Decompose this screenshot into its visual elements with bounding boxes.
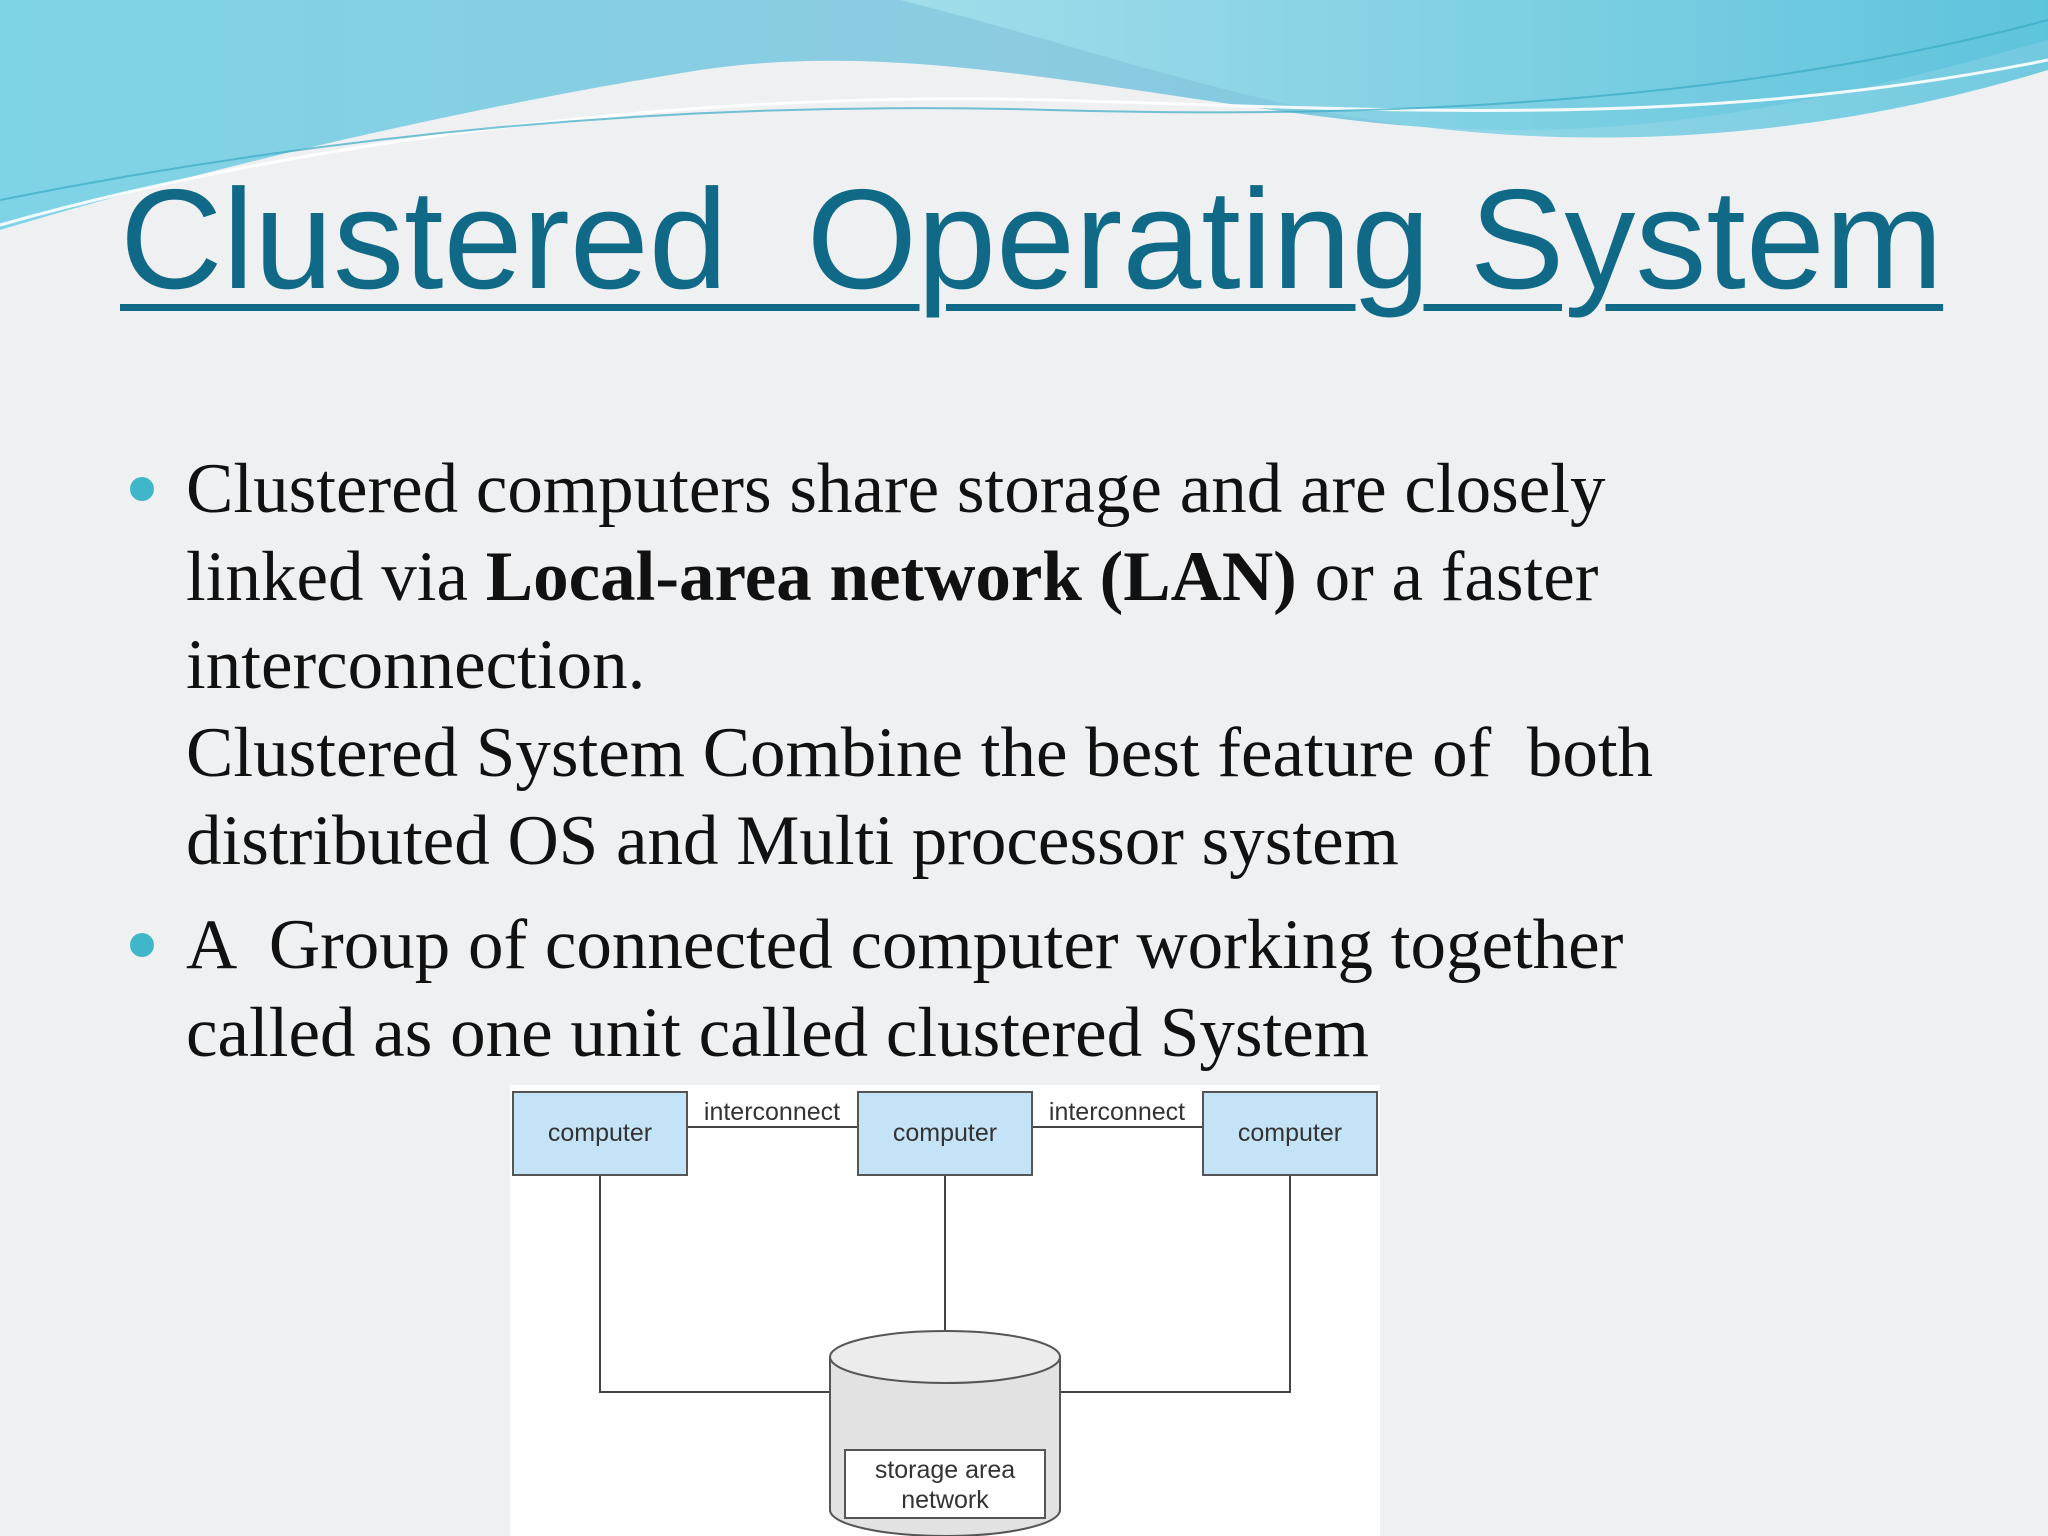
node-label: computer (893, 1119, 997, 1147)
computer-node: computer (1202, 1091, 1378, 1176)
interconnect-label: interconnect (704, 1098, 840, 1126)
bullet-line: interconnection. (186, 626, 646, 704)
bullet-line: Clustered computers share storage and ar… (186, 450, 1606, 528)
header-wave-decoration (0, 0, 2048, 230)
bullet-line: distributed OS and Multi processor syste… (186, 802, 1399, 880)
bullet-dot-icon (130, 933, 154, 957)
bullet-list: Clustered computers share storage and ar… (130, 445, 2010, 1093)
bullet-item: Clustered computers share storage and ar… (130, 445, 2010, 885)
slide-title: Clustered Operating System (120, 160, 1944, 319)
storage-cylinder-icon: storage area network (829, 1330, 1061, 1536)
bold-term: Local-area network (LAN) (485, 538, 1297, 616)
text-run: linked via (186, 538, 486, 616)
bullet-dot-icon (130, 477, 154, 501)
interconnect-label: interconnect (1049, 1098, 1185, 1126)
computer-node: computer (512, 1091, 688, 1176)
bullet-line: A Group of connected computer working to… (186, 906, 1624, 984)
storage-label: network (901, 1486, 989, 1514)
computer-node: computer (857, 1091, 1033, 1176)
bullet-line: Clustered System Combine the best featur… (186, 714, 1654, 792)
bullet-item: A Group of connected computer working to… (130, 901, 2010, 1077)
cluster-diagram: computer computer computer interconnect … (510, 1085, 1380, 1536)
storage-label: storage area (875, 1456, 1015, 1484)
node-label: computer (548, 1119, 652, 1147)
bullet-line: linked via Local-area network (LAN) or a… (186, 533, 2010, 621)
node-label: computer (1238, 1119, 1342, 1147)
text-run: or a faster (1296, 538, 1599, 616)
bullet-line: called as one unit called clustered Syst… (186, 994, 1369, 1072)
